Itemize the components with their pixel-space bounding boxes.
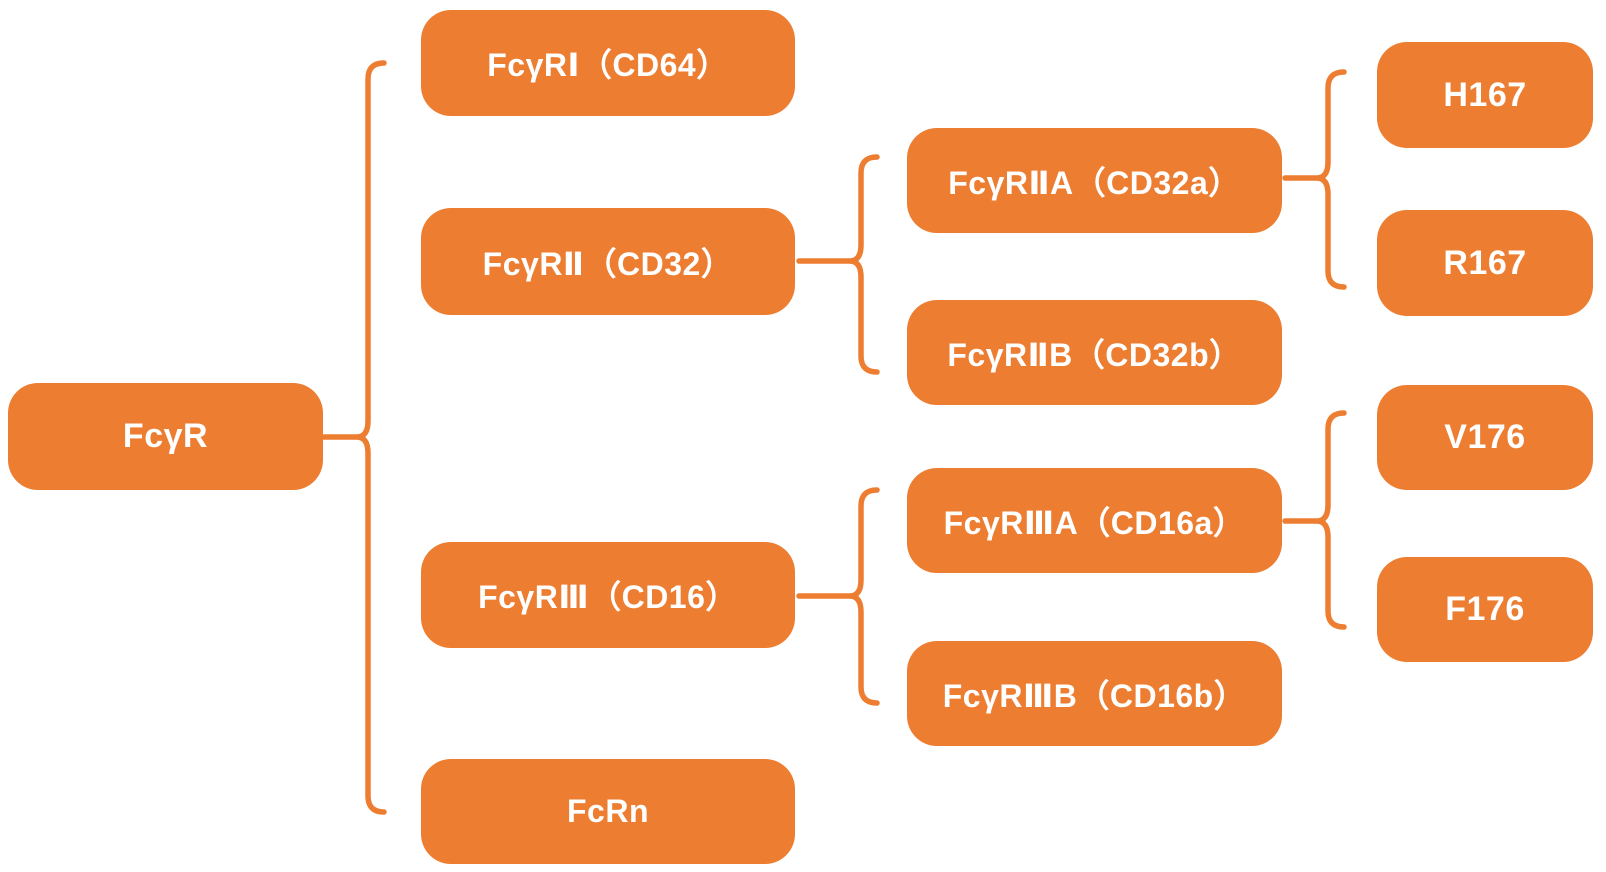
brace-fcgr2-children: [847, 154, 880, 375]
node-fcgr2b-cd32b: FcγRⅡB（CD32b）: [907, 300, 1282, 405]
node-fcgr2-cd32: FcγRⅡ（CD32）: [421, 208, 795, 315]
node-fcgr2a-cd32a: FcγRⅡA（CD32a）: [907, 128, 1282, 233]
node-fcgr1-cd64: FcγRⅠ（CD64）: [421, 10, 795, 116]
node-fcgr: FcγR: [8, 383, 323, 490]
node-fcgr3-cd16: FcγRⅢ（CD16）: [421, 542, 795, 648]
node-fcgr3b-cd16b: FcγRⅢB（CD16b）: [907, 641, 1282, 746]
node-fcrn: FcRn: [421, 759, 795, 864]
node-f176: F176: [1377, 557, 1593, 662]
brace-root-children: [354, 60, 387, 815]
brace-fcgr2a-children: [1314, 69, 1347, 290]
node-h167: H167: [1377, 42, 1593, 148]
node-fcgr3a-cd16a: FcγRⅢA（CD16a）: [907, 468, 1282, 573]
brace-fcgr3a-children: [1314, 410, 1347, 630]
brace-fcgr3-children: [847, 487, 880, 706]
node-v176: V176: [1377, 385, 1593, 490]
node-r167: R167: [1377, 210, 1593, 316]
